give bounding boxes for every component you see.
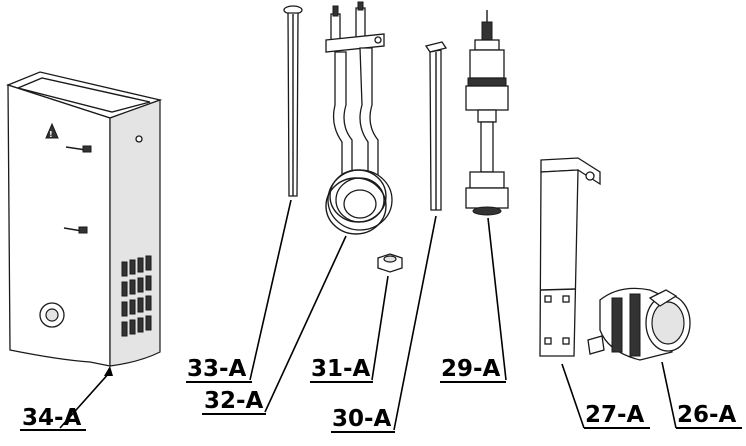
- callout-34-A: 34-A: [20, 366, 113, 431]
- callout-30-A: 30-A: [331, 215, 437, 433]
- callout-31-A: 31-A: [310, 275, 389, 383]
- callout-26-A: 26-A: [661, 361, 742, 429]
- label-30-A: 30-A: [332, 406, 392, 432]
- label-32-A: 32-A: [204, 388, 264, 414]
- label-33-A: 33-A: [187, 356, 247, 382]
- label-31-A: 31-A: [311, 356, 371, 382]
- callout-33-A: 33-A: [186, 199, 292, 383]
- label-26-A: 26-A: [677, 402, 737, 428]
- vent-grille: [121, 255, 152, 337]
- label-27-A: 27-A: [585, 402, 645, 428]
- callout-27-A: 27-A: [561, 363, 650, 429]
- label-29-A: 29-A: [441, 356, 501, 382]
- part-30-short-pin: [424, 41, 448, 211]
- part-29-rod-assembly: [465, 10, 509, 216]
- part-31-nut: [377, 253, 403, 273]
- part-34-housing-cover: !: [6, 71, 163, 367]
- callout-29-A: 29-A: [440, 217, 507, 383]
- part-27-mounting-bracket: [539, 157, 601, 357]
- part-32-coil-element: [325, 1, 393, 235]
- callout-32-A: 32-A: [202, 235, 347, 415]
- svg-text:!: !: [49, 130, 53, 139]
- label-34-A: 34-A: [22, 405, 82, 431]
- part-26-thermostat: [587, 287, 691, 361]
- part-33-long-pin: [283, 5, 303, 197]
